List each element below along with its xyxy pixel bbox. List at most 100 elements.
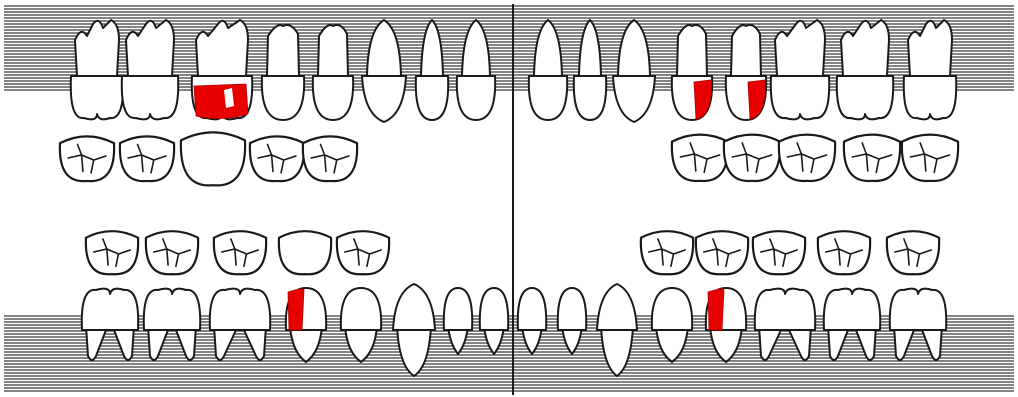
occlusal-outline bbox=[279, 231, 331, 274]
upper-root bbox=[126, 20, 174, 76]
upper-root bbox=[462, 20, 490, 76]
upper-crown bbox=[904, 76, 956, 119]
lower-crown bbox=[393, 284, 435, 330]
upper-tooth bbox=[771, 20, 829, 119]
lower-crown bbox=[518, 288, 546, 330]
lower-tooth bbox=[341, 288, 381, 362]
upper-root bbox=[421, 20, 443, 76]
upper-crown bbox=[613, 76, 655, 122]
upper-root bbox=[908, 20, 952, 76]
lower-root bbox=[345, 326, 377, 362]
upper-root bbox=[318, 25, 348, 76]
lower-tooth bbox=[597, 284, 637, 376]
upper-crown bbox=[313, 76, 353, 120]
lower-root bbox=[397, 326, 431, 376]
caries-lesion bbox=[748, 80, 765, 119]
lower-tooth bbox=[558, 288, 586, 354]
upper-root bbox=[841, 20, 889, 76]
upper-tooth bbox=[613, 20, 655, 122]
upper-crown bbox=[771, 76, 829, 119]
lower-occlusal-tooth bbox=[214, 231, 266, 274]
lower-tooth bbox=[393, 284, 435, 376]
upper-occlusal-tooth bbox=[181, 132, 245, 185]
lower-root bbox=[710, 326, 742, 362]
lower-crown bbox=[341, 288, 381, 330]
lower-occlusal-tooth bbox=[337, 231, 389, 274]
upper-tooth bbox=[457, 20, 495, 120]
upper-crown bbox=[71, 76, 123, 119]
upper-tooth bbox=[313, 25, 353, 120]
upper-crown bbox=[837, 76, 893, 119]
lower-root bbox=[290, 326, 322, 362]
upper-tooth bbox=[529, 20, 567, 120]
lower-tooth bbox=[444, 288, 472, 354]
upper-occlusal-tooth bbox=[120, 136, 174, 181]
lower-crown bbox=[890, 289, 946, 330]
lower-crown bbox=[444, 288, 472, 330]
upper-tooth bbox=[416, 20, 448, 120]
upper-crown bbox=[262, 76, 304, 120]
lower-tooth bbox=[286, 288, 326, 362]
upper-crown bbox=[122, 76, 178, 119]
upper-root bbox=[775, 20, 825, 76]
caries-lesion bbox=[288, 289, 304, 330]
lower-occlusal-tooth bbox=[146, 231, 198, 274]
lower-occlusal-tooth bbox=[818, 231, 870, 274]
occlusal-outline bbox=[181, 132, 245, 185]
upper-root bbox=[534, 20, 562, 76]
upper-tooth bbox=[71, 20, 123, 119]
upper-root bbox=[75, 20, 119, 76]
upper-root bbox=[267, 25, 299, 76]
upper-tooth bbox=[122, 20, 178, 119]
upper-root bbox=[731, 25, 761, 76]
upper-tooth bbox=[837, 20, 893, 119]
upper-tooth bbox=[192, 20, 252, 119]
upper-occlusal-tooth bbox=[60, 136, 114, 181]
upper-occlusal-tooth bbox=[724, 135, 780, 181]
lower-root bbox=[656, 326, 688, 362]
lower-tooth bbox=[480, 288, 508, 354]
upper-occlusal-tooth bbox=[672, 135, 728, 181]
caries-lesion bbox=[708, 289, 724, 330]
caries-lesion bbox=[694, 80, 711, 119]
lower-crown bbox=[824, 289, 880, 330]
upper-crown bbox=[574, 76, 606, 120]
lower-occlusal-tooth bbox=[887, 231, 939, 274]
caries-lesion bbox=[194, 84, 248, 119]
upper-tooth bbox=[904, 20, 956, 119]
lower-tooth bbox=[652, 288, 692, 362]
upper-crown bbox=[457, 76, 495, 120]
lower-crown bbox=[755, 289, 815, 330]
lower-occlusal-tooth bbox=[696, 231, 748, 274]
lower-occlusal-tooth bbox=[279, 231, 331, 274]
upper-root bbox=[579, 20, 601, 76]
upper-root bbox=[677, 25, 707, 76]
lower-crown bbox=[144, 289, 200, 330]
lower-crown bbox=[558, 288, 586, 330]
upper-occlusal-tooth bbox=[779, 135, 835, 181]
upper-tooth bbox=[726, 25, 766, 120]
lower-root bbox=[601, 326, 633, 376]
upper-occlusal-tooth bbox=[902, 135, 958, 181]
lower-occlusal-tooth bbox=[641, 231, 693, 274]
lower-tooth bbox=[706, 288, 746, 362]
upper-root bbox=[196, 20, 248, 76]
upper-crown bbox=[529, 76, 567, 120]
upper-tooth bbox=[262, 25, 304, 120]
upper-tooth bbox=[362, 20, 406, 122]
upper-crown bbox=[416, 76, 448, 120]
upper-crown bbox=[362, 76, 406, 122]
upper-root bbox=[367, 20, 401, 76]
upper-tooth bbox=[672, 25, 712, 120]
upper-occlusal-row bbox=[60, 132, 958, 185]
upper-root bbox=[618, 20, 650, 76]
lower-crown bbox=[82, 289, 138, 330]
lower-crown bbox=[480, 288, 508, 330]
upper-tooth bbox=[574, 20, 606, 120]
lower-tooth bbox=[518, 288, 546, 354]
upper-occlusal-tooth bbox=[303, 136, 357, 181]
lower-occlusal-tooth bbox=[86, 231, 138, 274]
upper-occlusal-tooth bbox=[844, 135, 900, 181]
lower-crown bbox=[210, 289, 270, 330]
